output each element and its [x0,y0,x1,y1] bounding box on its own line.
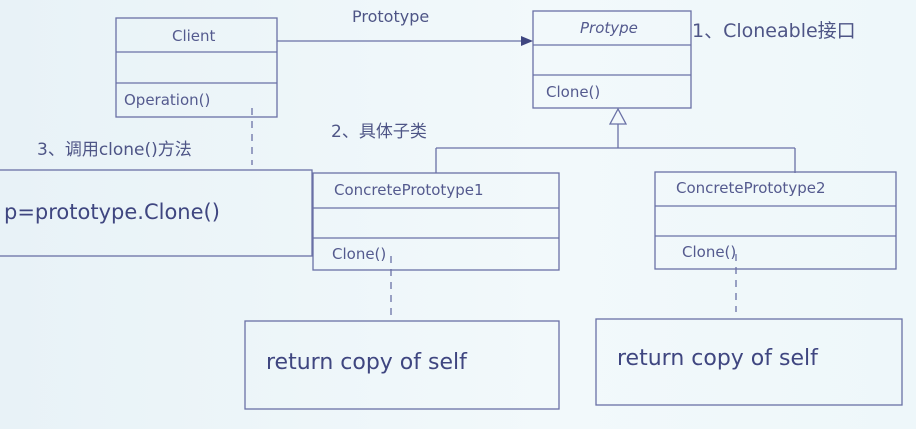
concrete2-class-name: ConcretePrototype2 [676,179,826,197]
concrete1-note-box [244,320,560,410]
concrete1-operation: Clone() [332,245,387,263]
concrete2-class-box [654,171,897,270]
prototype-class-name: Protype [580,19,638,37]
concrete2-note-text: return copy of self [617,346,818,371]
step2-annotation: 2、具体子类 [331,122,427,142]
concrete1-class-box [312,172,560,271]
concrete1-class-name: ConcretePrototype1 [334,181,484,199]
concrete2-note-box [595,318,903,406]
step3-annotation: 3、调用clone()方法 [37,140,192,160]
step1-annotation: 1、Cloneable接口 [692,20,856,42]
client-note-box [0,169,313,257]
inheritance-triangle [608,107,628,125]
client-note-text: p=prototype.Clone() [4,200,220,224]
concrete1-note-text: return copy of self [266,350,467,375]
association-arrowhead [521,36,533,46]
association-label: Prototype [352,7,430,26]
prototype-class-box [532,10,692,109]
concrete2-operation: Clone() [682,243,737,261]
client-class-box [115,17,278,118]
prototype-operation: Clone() [546,83,601,101]
client-class-name: Client [172,27,216,45]
client-operation: Operation() [124,91,211,109]
